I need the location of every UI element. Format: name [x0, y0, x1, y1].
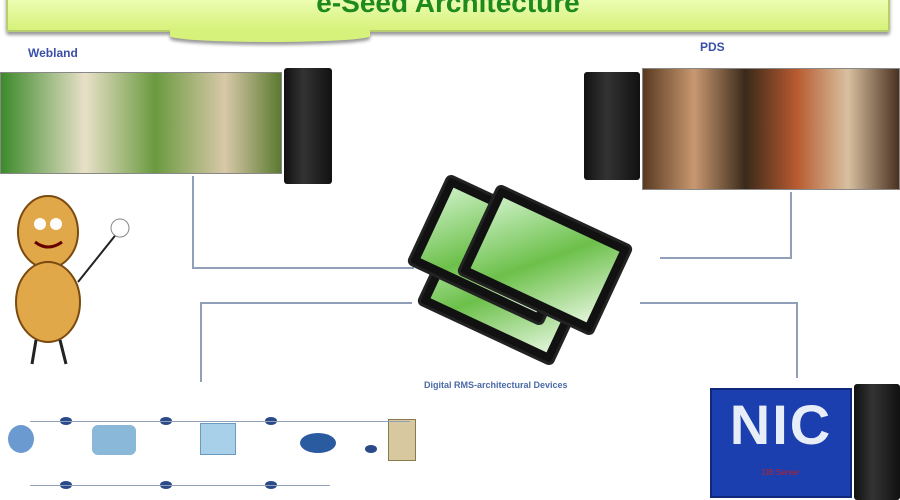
connector-pds-h [660, 257, 792, 259]
pds-server-icon [584, 72, 640, 180]
title-banner: e-Seed Architecture [6, 0, 890, 32]
pds-photo [642, 68, 900, 190]
diagram-title: e-Seed Architecture [316, 0, 580, 18]
devices-caption: Digital RMS-architectural Devices [424, 380, 568, 390]
network-diagram [0, 395, 430, 500]
tablet-devices-icon [405, 172, 640, 370]
nic-logo: NIC DB Server [710, 388, 852, 498]
pds-label: PDS [700, 40, 725, 54]
connector-pds [790, 192, 792, 258]
connector-network-h [200, 302, 412, 304]
webland-photo [0, 72, 282, 174]
connector-webland [192, 176, 194, 268]
connector-nic [796, 302, 798, 378]
peanut-mascot-icon [10, 192, 130, 365]
nic-logo-text: NIC [729, 393, 833, 456]
nic-server-icon [854, 384, 900, 500]
webland-label: Webland [28, 46, 78, 60]
webland-server-icon [284, 68, 332, 184]
connector-webland-h [192, 267, 414, 269]
connector-network [200, 302, 202, 382]
banner-callout [170, 30, 370, 42]
connector-nic-h [640, 302, 798, 304]
nic-server-label: DB Server [762, 468, 800, 477]
